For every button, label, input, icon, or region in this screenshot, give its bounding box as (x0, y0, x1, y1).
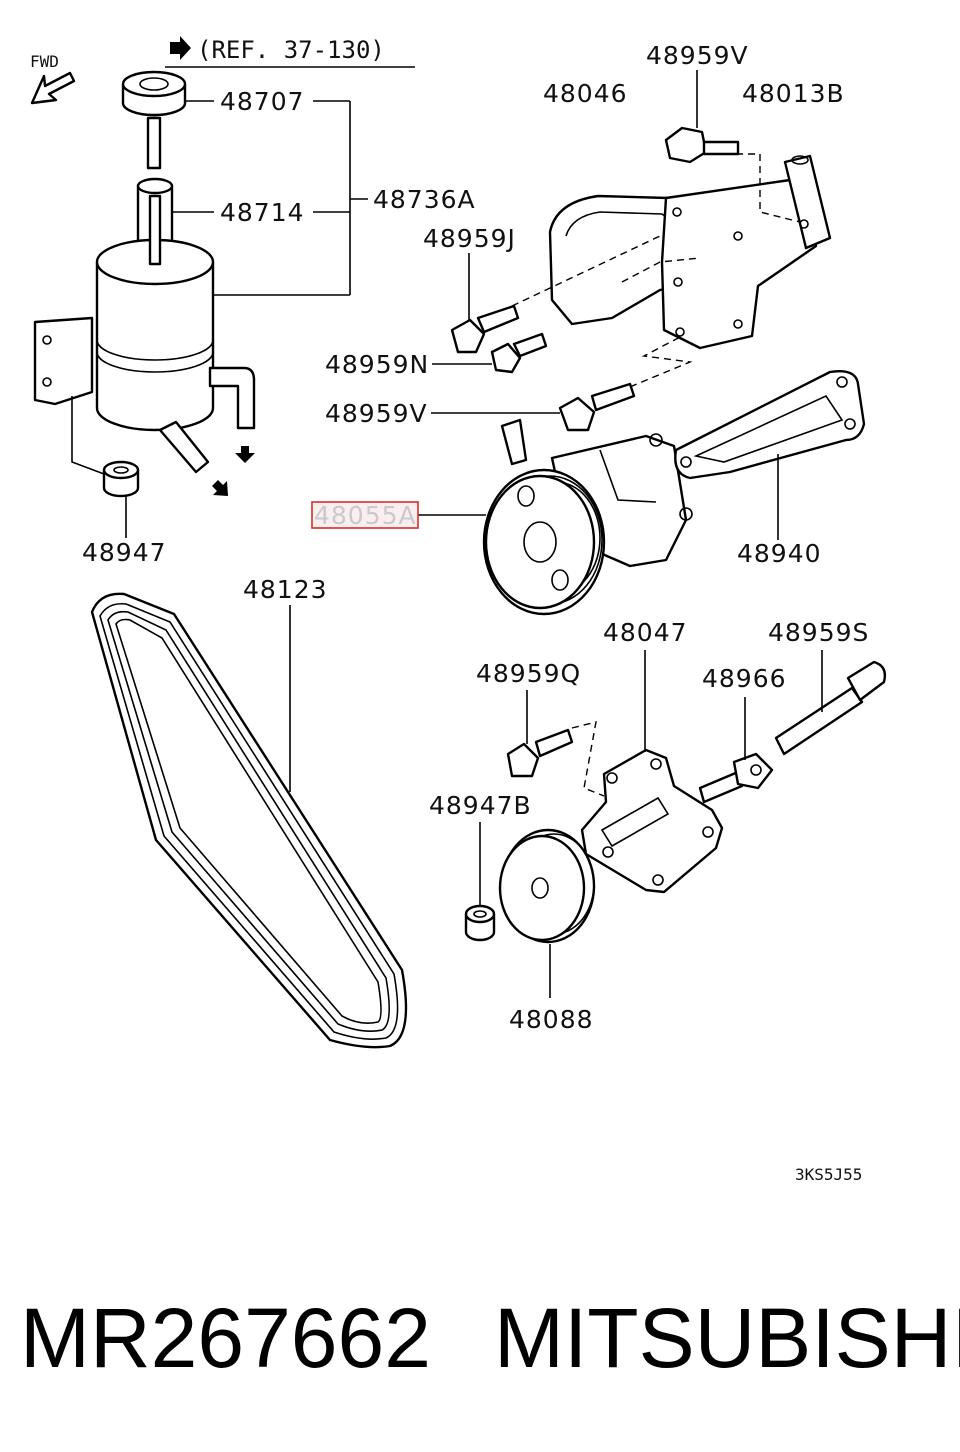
label-48940: 48940 (737, 539, 822, 568)
drive-belt (90, 592, 408, 1049)
label-48947b: 48947B (429, 791, 532, 820)
bolt-48959n (432, 332, 548, 374)
label-48959v-top: 48959V (646, 41, 749, 70)
flow-arrow-icon (212, 480, 228, 496)
pump-bracket (511, 153, 832, 397)
label-48966: 48966 (702, 664, 787, 693)
support-bracket-48940 (674, 370, 866, 540)
flow-arrow-icon (235, 446, 255, 463)
adjuster-48966 (698, 697, 774, 804)
idler-pulley-48088 (498, 828, 596, 998)
fwd-arrow-icon (30, 71, 76, 105)
brand-name: MITSUBISHI (494, 1291, 960, 1385)
label-48959n: 48959N (325, 350, 429, 379)
bolt-48959q (506, 690, 574, 778)
label-48047: 48047 (603, 618, 688, 647)
adjusting-bolt-48959s (774, 650, 887, 756)
part-number: MR267662 (20, 1291, 431, 1385)
label-48959j: 48959J (423, 224, 516, 253)
label-48707: 48707 (220, 87, 305, 116)
reservoir-assembly (33, 70, 256, 498)
reference-label: (REF. 37-130) (197, 36, 385, 64)
fwd-label: FWD (30, 52, 59, 71)
label-48013b: 48013B (742, 79, 845, 108)
label-48959s: 48959S (768, 618, 869, 647)
spacer-48947b (464, 822, 496, 942)
bolt-48959v-top (664, 70, 740, 164)
bolt-48959v-mid (431, 382, 636, 432)
footer: MR267662 MITSUBISHI (0, 1288, 960, 1398)
label-48055a[interactable]: 48055A (314, 501, 417, 530)
highlight-box[interactable] (311, 501, 419, 529)
label-48736a: 48736A (373, 185, 476, 214)
bolt-48959j (450, 253, 520, 354)
label-48959q: 48959Q (476, 659, 581, 688)
label-48046: 48046 (543, 79, 628, 108)
tensioner-bracket-48047 (571, 650, 724, 894)
power-steering-pump (482, 418, 693, 616)
label-48959v-mid: 48959V (325, 399, 428, 428)
label-48123: 48123 (243, 575, 328, 604)
reference-arrow-icon (170, 36, 191, 60)
label-48714: 48714 (220, 198, 305, 227)
label-48947: 48947 (82, 538, 167, 567)
diagram-code: 3KS5J55 (795, 1165, 862, 1184)
label-48088: 48088 (509, 1005, 594, 1034)
